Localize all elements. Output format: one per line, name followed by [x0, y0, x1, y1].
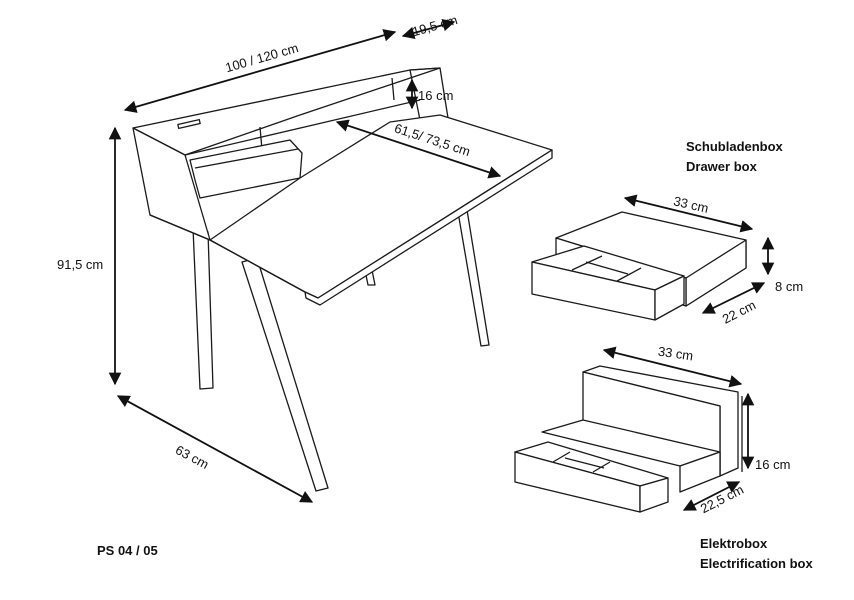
desk-height-label: 91,5 cm — [57, 257, 103, 272]
electrification-box-divider-1 — [552, 451, 571, 463]
drawer-box-divider-1 — [571, 255, 603, 271]
desk-width-dimension — [123, 29, 397, 113]
drawer-box-title-en: Drawer box — [686, 159, 758, 174]
desk-drawer-edge — [194, 148, 299, 169]
drawer-box-drawing — [531, 211, 747, 321]
electrification-box-title-de: Elektrobox — [700, 536, 768, 551]
electrification-box-divider-3 — [564, 457, 605, 469]
desk-depth-dimension — [116, 395, 314, 503]
drawer-box-divider-3 — [585, 261, 629, 275]
drawer-box-width-dimension — [623, 194, 754, 233]
drawer-box-drawer-side — [654, 275, 685, 321]
drawer-box-title-de: Schubladenbox — [686, 139, 784, 154]
electrification-box-width-label: 33 cm — [657, 344, 694, 364]
desk-back-leg-right — [457, 209, 490, 347]
desk-front-leg-left — [192, 227, 214, 390]
electrification-box-depth-dimension — [682, 481, 741, 511]
desk-hutch-depth-label: 19,5 cm — [410, 12, 459, 39]
desk-left-edge — [209, 239, 306, 293]
electrification-box-title-en: Electrification box — [700, 556, 813, 571]
desk-hutch-height-label: 16 cm — [418, 88, 453, 103]
desk-apron-line — [149, 214, 211, 241]
desk-hutch-depth-dimension — [401, 18, 456, 40]
electrification-box-drawer-side — [639, 477, 669, 513]
drawer-box-depth-dimension — [701, 282, 766, 314]
drawer-box-divider-2 — [616, 267, 642, 282]
electrification-box-depth-label: 22,5 cm — [698, 482, 746, 516]
electrification-box-height-label: 16 cm — [755, 457, 790, 472]
model-code: PS 04 / 05 — [97, 543, 158, 558]
desk-dimension-lines — [108, 18, 502, 503]
drawer-box-height-label: 8 cm — [775, 279, 803, 294]
electrification-box-width-dimension — [602, 346, 743, 388]
desk-cable-slot — [177, 118, 201, 130]
desk-top-front-edge — [304, 149, 553, 306]
drawer-box-width-label: 33 cm — [672, 193, 710, 216]
desk-drawing — [132, 67, 553, 492]
desk-inner-depth-dimension — [335, 119, 502, 179]
desk-depth-label: 63 cm — [173, 442, 211, 472]
electrification-box-drawing — [514, 365, 743, 513]
